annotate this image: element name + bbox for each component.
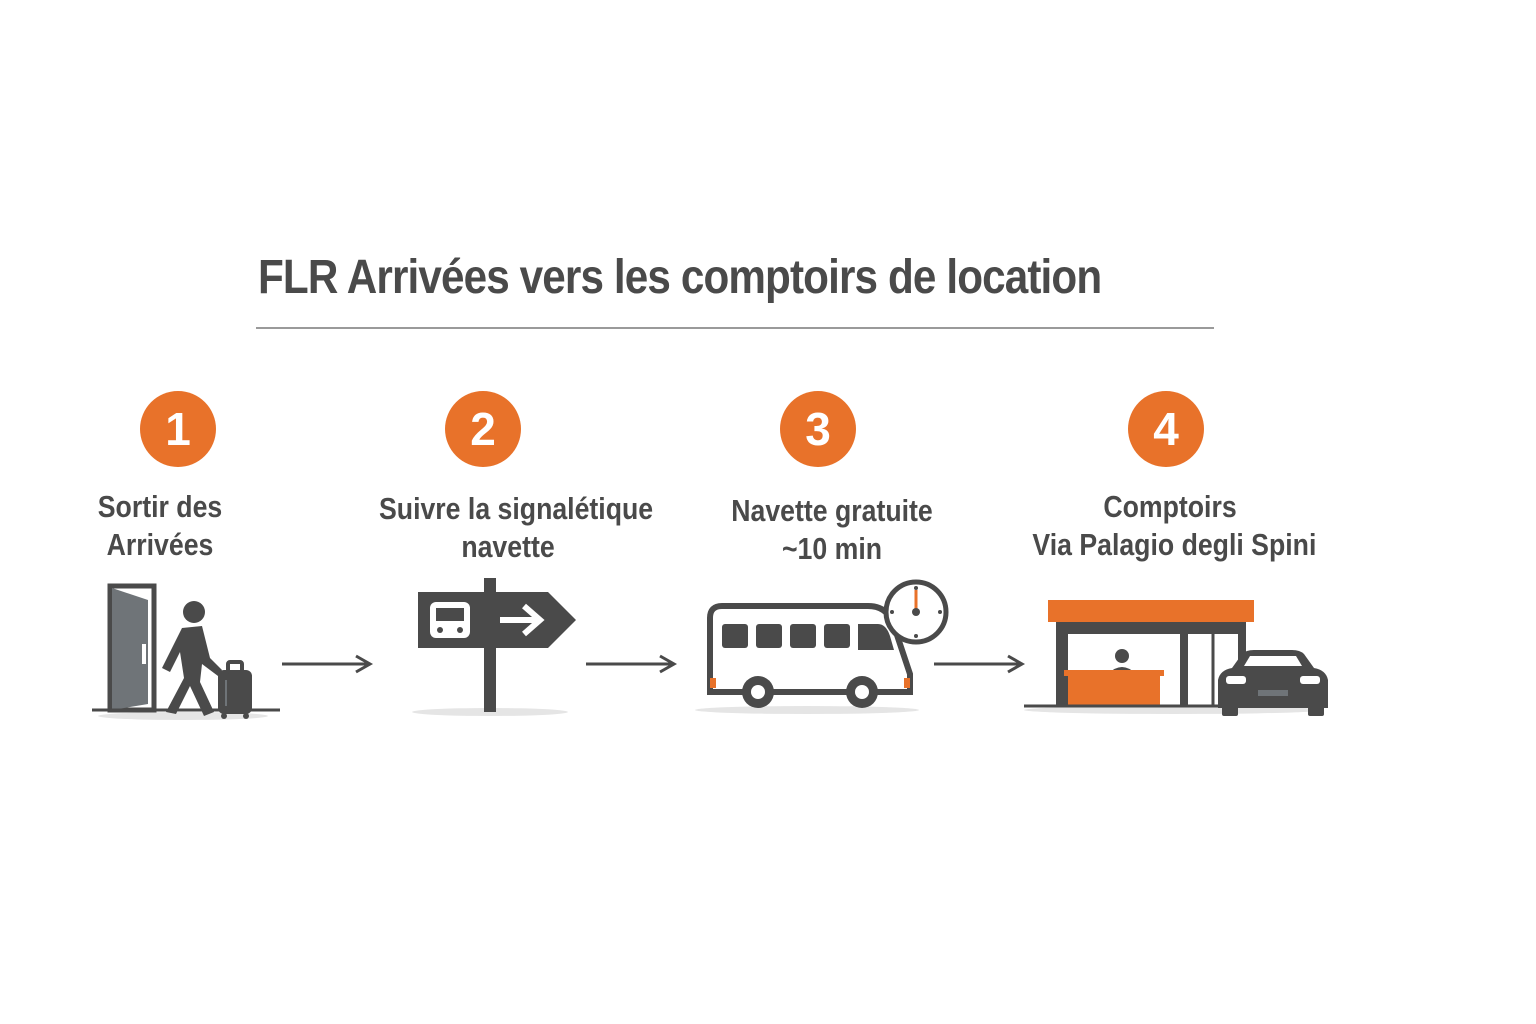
step-1-label: Sortir des Arrivées <box>74 488 246 564</box>
step-1-label-line-1: Sortir des <box>97 489 223 524</box>
rental-counter-car-icon <box>1024 600 1328 716</box>
title-underline <box>256 327 1214 329</box>
step-3-label-line-1: Navette gratuite <box>731 493 933 528</box>
step-4-label: Comptoirs Via Palagio degli Spini <box>1032 488 1317 564</box>
arrow-step-3-to-4-icon <box>934 654 1026 674</box>
door-traveler-luggage-icon <box>92 583 280 720</box>
step-2-badge: 2 <box>445 391 521 467</box>
step-3-label-line-2: ~10 min <box>781 531 883 566</box>
arrow-step-2-to-3-icon <box>586 654 678 674</box>
step-2-label-line-1: Suivre la signalétique <box>379 491 654 526</box>
step-1-label-line-2: Arrivées <box>106 527 214 562</box>
step-4-label-line-1: Comptoirs <box>1103 489 1237 524</box>
bus-sign-arrow-icon <box>412 578 576 716</box>
step-4-label-line-2: Via Palagio degli Spini <box>1032 527 1317 562</box>
step-2-label: Suivre la signalétique navette <box>379 490 654 566</box>
arrow-step-1-to-2-icon <box>282 654 374 674</box>
step-3-badge: 3 <box>780 391 856 467</box>
step-3-label: Navette gratuite ~10 min <box>712 492 953 568</box>
shuttle-bus-clock-icon <box>695 579 949 714</box>
step-1-badge: 1 <box>140 391 216 467</box>
step-2-label-line-2: navette <box>461 529 555 564</box>
page-title: FLR Arrivées vers les comptoirs de locat… <box>258 251 1102 304</box>
step-4-badge: 4 <box>1128 391 1204 467</box>
